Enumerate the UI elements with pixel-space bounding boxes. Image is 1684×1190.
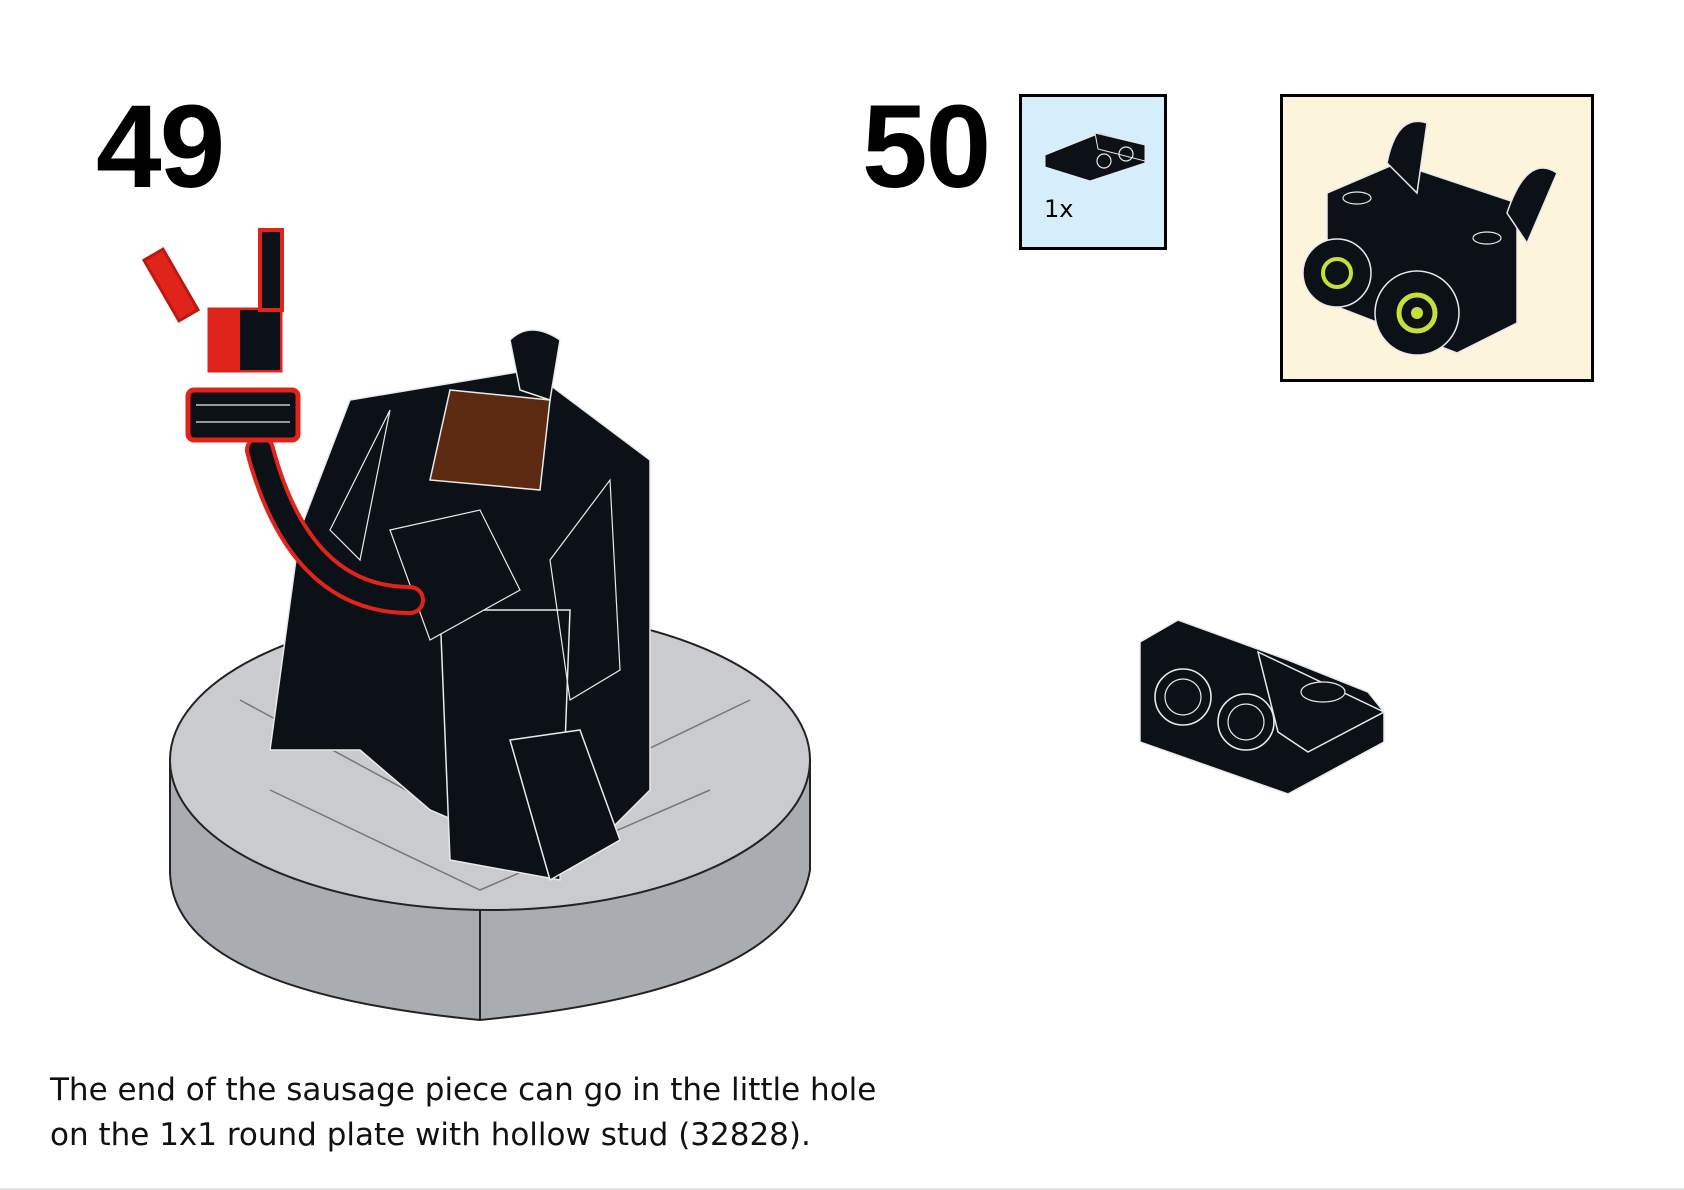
bracket-part-illustration: [1139, 619, 1386, 795]
red-highlighted-part: [141, 228, 301, 443]
step-caption: The end of the sausage piece can go in t…: [50, 1068, 950, 1158]
caption-line-2: on the 1x1 round plate with hollow stud …: [50, 1117, 811, 1153]
caption-line-1: The end of the sausage piece can go in t…: [50, 1072, 877, 1108]
step-number-50: 50: [862, 81, 991, 213]
page-bottom-divider: [0, 1188, 1684, 1190]
brown-tile: [429, 389, 551, 491]
step-49-model-illustration: [141, 228, 811, 1022]
bracket-part-thumbnail: [1044, 132, 1146, 182]
black-body: [269, 329, 651, 882]
subassembly-illustration: [1302, 120, 1558, 356]
step-number-49: 49: [96, 81, 225, 213]
subassembly-callout-box: [1280, 94, 1594, 382]
parts-list-box: 1x: [1019, 94, 1167, 250]
part-quantity: 1x: [1044, 195, 1074, 223]
